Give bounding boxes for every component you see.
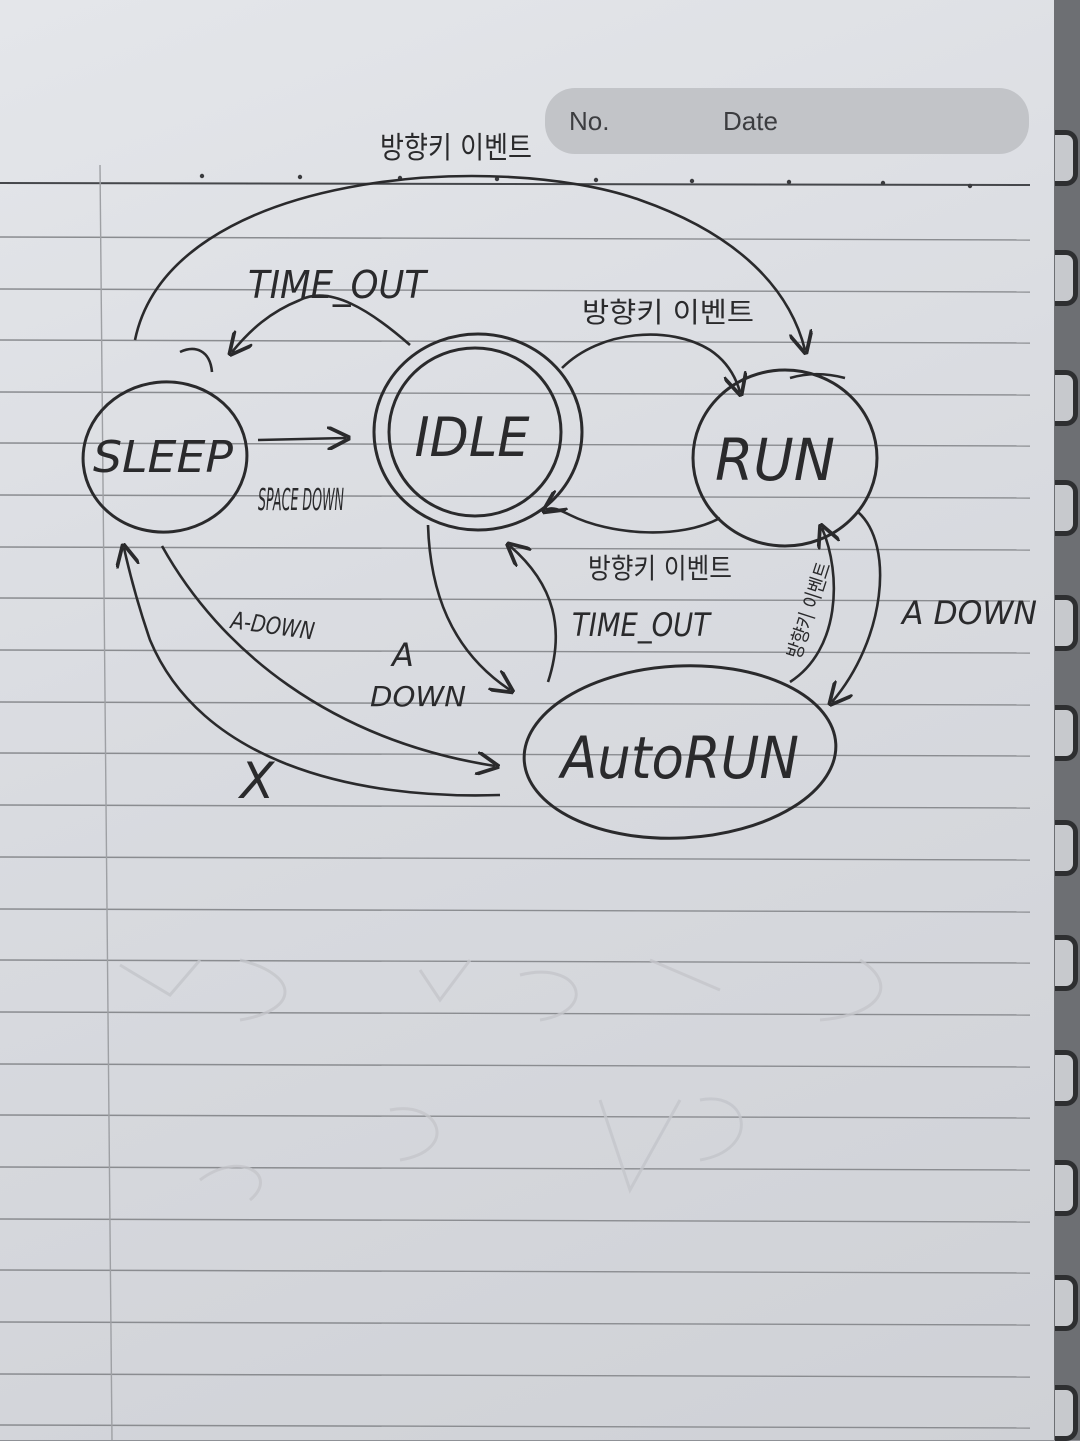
- arrow-autorun-to-run: [789, 528, 834, 684]
- label-a-down-sleep: A-DOWN: [228, 606, 317, 646]
- state-idle-inner-circle: [387, 346, 563, 518]
- spiral-binding: [1054, 0, 1080, 1441]
- state-autorun: AutoRUN: [522, 664, 838, 840]
- state-idle: IDLE: [372, 332, 584, 532]
- label-a-down-idle-line1: A: [390, 636, 414, 674]
- state-idle-outer-circle: [372, 332, 584, 532]
- label-timeout-auto: TIME_OUT: [572, 606, 712, 644]
- run-curl: [789, 372, 846, 380]
- label-blocked-mark: X: [237, 752, 276, 810]
- label-a-down-run: A DOWN: [900, 594, 1037, 632]
- state-sleep: SLEEP: [81, 380, 249, 534]
- state-run: RUN: [691, 368, 879, 548]
- state-run-circle: [691, 368, 879, 548]
- arrow-autorun-to-idle: [510, 546, 558, 683]
- arrow-idle-to-autorun: [426, 524, 510, 690]
- arrow-sleep-to-autorun: [160, 545, 495, 766]
- sleep-curl: [179, 347, 214, 373]
- arrow-run-to-autorun: [832, 511, 882, 702]
- arrow-autorun-to-sleep: [124, 548, 501, 797]
- state-sleep-circle: [81, 380, 249, 534]
- label-timeout-top: TIME_OUT: [248, 263, 429, 307]
- label-arrow-key-idle-run: 방향키 이벤트: [582, 296, 754, 329]
- arrow-idle-to-run: [561, 333, 740, 392]
- header-dots: [199, 173, 973, 189]
- label-arrow-key-run-idle: 방향키 이벤트: [588, 552, 732, 585]
- state-autorun-circle: [522, 664, 838, 840]
- state-run-label: RUN: [715, 426, 835, 494]
- arrow-run-to-idle: [546, 508, 721, 534]
- label-a-down-idle-line2: DOWN: [370, 680, 466, 713]
- no-label: No.: [569, 106, 610, 136]
- bleed-through-marks: [119, 958, 883, 1202]
- state-sleep-label: SLEEP: [93, 432, 233, 483]
- label-arrow-key-top: 방향키 이벤트: [380, 131, 532, 166]
- state-idle-label: IDLE: [415, 406, 531, 469]
- state-autorun-label: AutoRUN: [557, 724, 799, 792]
- arrow-sleep-to-run: [133, 174, 805, 350]
- label-space-down: SPACE DOWN: [258, 483, 344, 518]
- notebook-header: No. Date: [545, 88, 1029, 154]
- date-label: Date: [723, 106, 778, 136]
- arrow-idle-to-sleep: [232, 294, 411, 352]
- ruled-lines: [0, 182, 1031, 1429]
- arrow-sleep-to-idle: [257, 438, 346, 440]
- label-arrow-key-auto-run: 방향키 이벤트: [782, 559, 836, 662]
- margin-line: [99, 164, 113, 1440]
